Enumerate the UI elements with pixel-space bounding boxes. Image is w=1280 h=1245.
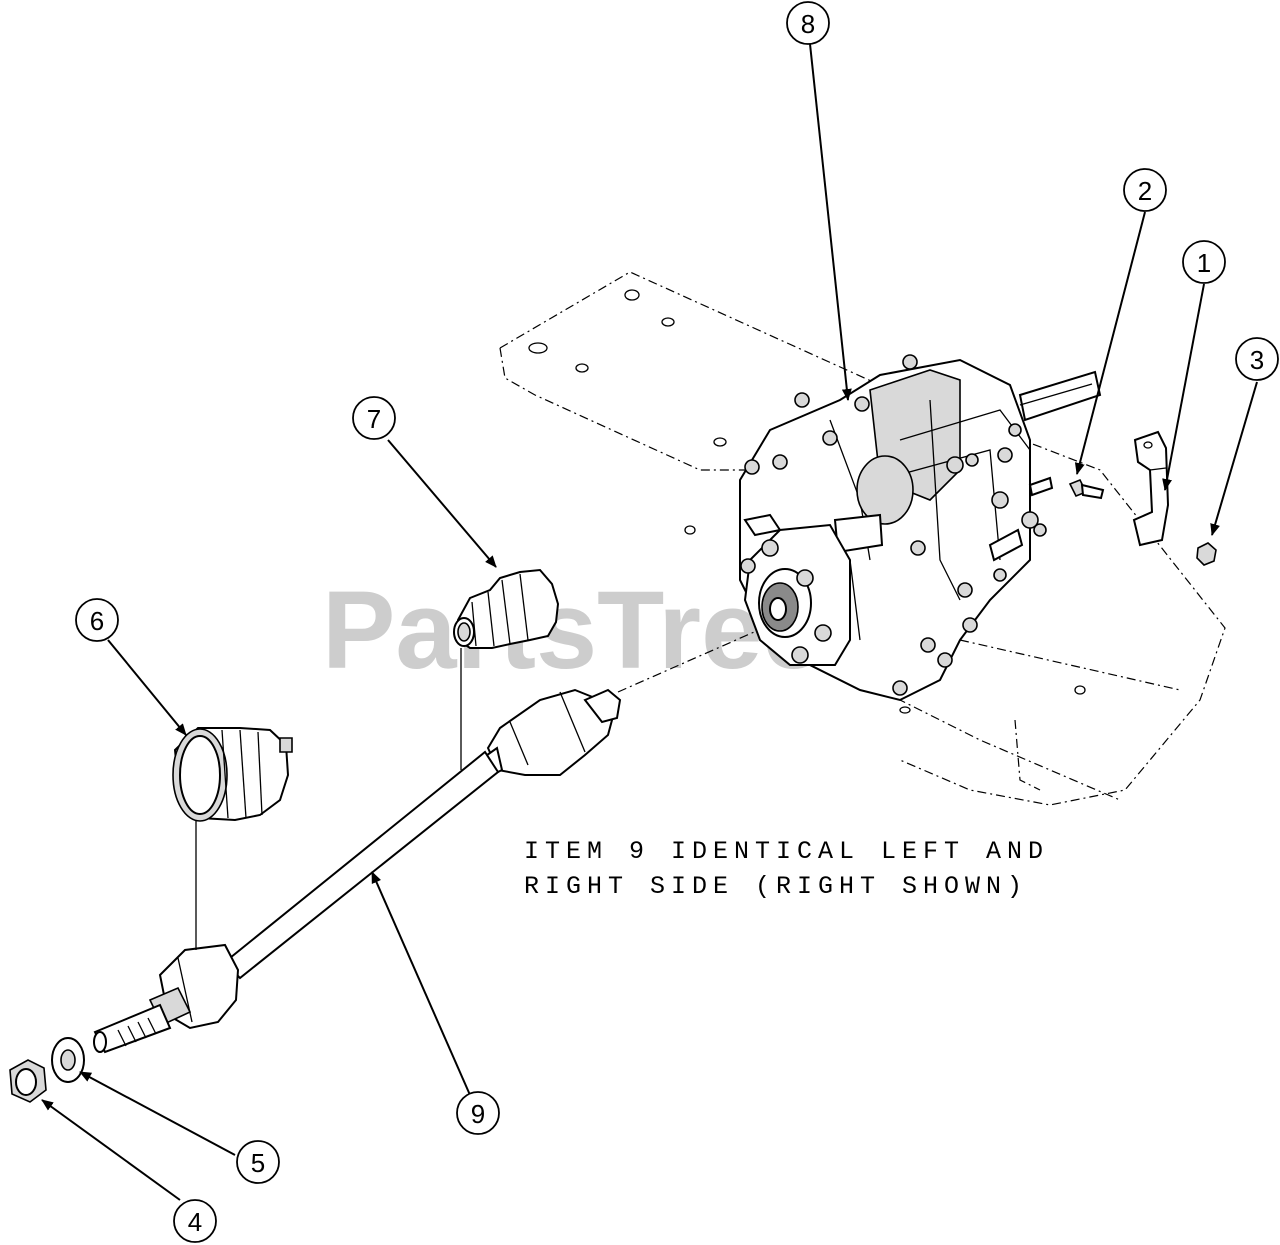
callout-1: 1 <box>1182 240 1226 284</box>
watermark: PartsTree <box>322 569 823 692</box>
callout-7-label: 7 <box>367 404 381 434</box>
callout-5-label: 5 <box>251 1148 265 1178</box>
hub-flange <box>740 523 851 666</box>
outer-boot <box>172 727 293 822</box>
callout-5: 5 <box>236 1140 280 1184</box>
leader-lines <box>41 43 1258 1201</box>
callout-9: 9 <box>456 1091 500 1135</box>
callout-3-label: 3 <box>1250 345 1264 375</box>
nut-part <box>1196 542 1217 566</box>
callout-8-label: 8 <box>801 9 815 39</box>
callout-2-label: 2 <box>1138 176 1152 206</box>
axle-centerline <box>617 624 771 693</box>
callout-4: 4 <box>173 1199 217 1243</box>
axle-shaft <box>93 688 622 1054</box>
note-line-1: ITEM 9 IDENTICAL LEFT AND <box>524 837 1049 866</box>
washer-part <box>51 1037 85 1083</box>
callout-2: 2 <box>1123 168 1167 212</box>
callout-9-label: 9 <box>471 1099 485 1129</box>
callout-1-label: 1 <box>1197 248 1211 278</box>
frame-outline <box>499 271 1226 806</box>
callout-7: 7 <box>352 396 396 440</box>
bolt-part <box>1068 478 1105 500</box>
callout-8: 8 <box>786 1 830 45</box>
inner-boot <box>453 568 560 649</box>
callout-6-label: 6 <box>90 606 104 636</box>
callout-4-label: 4 <box>188 1207 202 1237</box>
callout-3: 3 <box>1235 337 1279 381</box>
flange-nut-part <box>9 1059 47 1103</box>
bracket-part <box>1132 430 1170 547</box>
note-line-2: RIGHT SIDE (RIGHT SHOWN) <box>524 872 1028 901</box>
callout-6: 6 <box>75 598 119 642</box>
